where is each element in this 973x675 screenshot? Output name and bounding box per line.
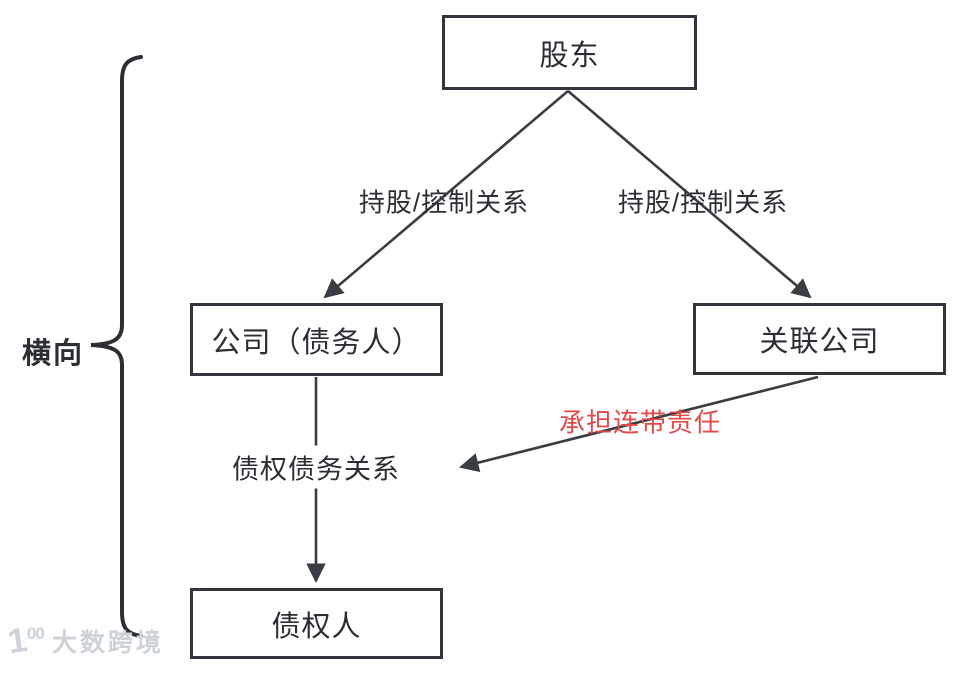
arrow-affiliate-joint-liability xyxy=(459,375,819,473)
watermark-text: 大数跨境 xyxy=(51,629,164,657)
node-creditor-label: 债权人 xyxy=(271,610,362,643)
edge-label-holding-right: 持股/控制关系 xyxy=(617,187,789,218)
arrow-shareholder-to-company xyxy=(323,90,569,299)
edge-label-holding-left: 持股/控制关系 xyxy=(358,187,530,218)
node-shareholder-label: 股东 xyxy=(539,39,600,72)
edge-label-joint-liability: 承担连带责任 xyxy=(558,407,722,438)
node-company-debtor-box: 公司（债务人） xyxy=(190,303,443,376)
node-creditor-box: 债权人 xyxy=(190,588,443,659)
curly-brace xyxy=(90,55,143,638)
node-affiliate-company-box: 关联公司 xyxy=(693,303,946,375)
arrow-shareholder-to-affiliate xyxy=(567,90,812,299)
side-label-horizontal: 横向 xyxy=(22,338,85,370)
node-affiliate-company-label: 关联公司 xyxy=(759,326,880,358)
watermark-logo-icon: 1 00 xyxy=(5,620,45,662)
node-shareholder-box: 股东 xyxy=(442,15,697,90)
node-company-debtor-label: 公司（债务人） xyxy=(211,326,422,359)
edge-label-debt-relation: 债权债务关系 xyxy=(226,445,406,489)
watermark-logo-one: 1 xyxy=(5,620,30,662)
watermark: 1 00 大数跨境 xyxy=(5,620,164,662)
watermark-logo-zeros: 00 xyxy=(26,624,45,643)
